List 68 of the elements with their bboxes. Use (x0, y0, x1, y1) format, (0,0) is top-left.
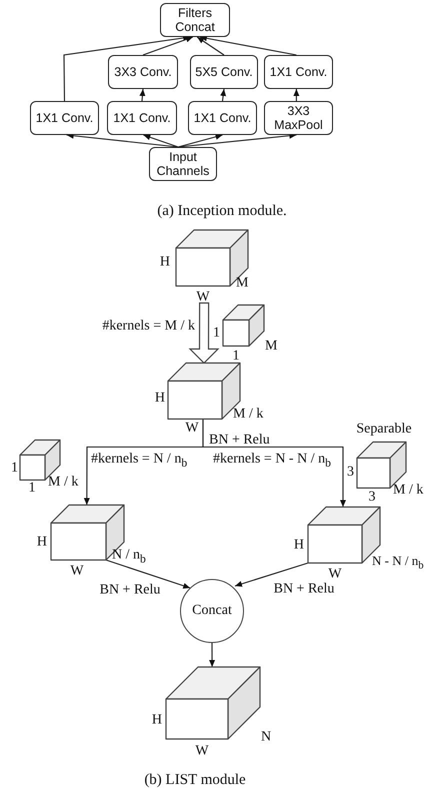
dimension-label: 1 (232, 348, 240, 364)
arrow (202, 419, 346, 507)
dimension-label: M (265, 338, 278, 354)
arrow (139, 88, 146, 102)
trunk-label: BN + Relu (209, 432, 270, 448)
node-label: Filters Concat (174, 6, 216, 34)
cube-drawing (308, 507, 380, 563)
dimension-label: 1 (213, 325, 220, 341)
layer-box (264, 101, 333, 135)
dimension-label: H (154, 390, 165, 406)
dimension-label: 3 (347, 464, 354, 480)
arrow (220, 88, 226, 102)
dimension-label: W (328, 566, 342, 582)
cube-drawing (176, 230, 248, 286)
arrow (142, 36, 194, 56)
dimension-label: H (152, 712, 162, 728)
layer-box (30, 101, 99, 135)
dimension-label: N (261, 729, 272, 745)
arrow (293, 89, 300, 101)
dimension-label: H (294, 537, 304, 553)
arrow (143, 134, 178, 148)
dimension-label: M (236, 275, 248, 291)
dimension-label: M / k (233, 406, 264, 422)
layer-box (264, 55, 333, 89)
node-label: 3X3 Conv. (114, 64, 172, 80)
layer-box (107, 101, 177, 135)
dimension-label: Separable (356, 421, 412, 437)
arrow (196, 36, 224, 56)
dimension-label: 3 (368, 489, 376, 505)
dimension-label: 1 (11, 460, 18, 476)
arrow (106, 559, 190, 589)
layer-box (190, 55, 258, 89)
dimension-label: N - N / n$_{b}$ (372, 554, 424, 572)
node-label: 3X3 MaxPool (273, 104, 324, 132)
arrow (200, 35, 296, 56)
dimension-label: H (36, 534, 47, 550)
dimension-label: W (196, 289, 210, 305)
dimension-label: N / n$_{b}$ (112, 548, 146, 566)
layer-box (149, 147, 217, 181)
arrow (178, 132, 296, 148)
layer-box (188, 101, 257, 135)
cube-drawing (51, 505, 124, 560)
layer-box (160, 3, 230, 37)
cube-drawing (223, 305, 264, 346)
arrow (178, 134, 223, 148)
hollow-arrow (188, 302, 220, 364)
dimension-label: M / k (393, 482, 424, 498)
cube-drawing (166, 667, 260, 739)
node-label: 1X1 Conv. (270, 64, 328, 80)
dimension-label: 1 (28, 480, 36, 496)
layer-box (108, 55, 178, 89)
arrow (209, 643, 216, 667)
dimension-label: W (195, 743, 209, 759)
dimension-label: W (185, 420, 199, 436)
dimension-label: H (160, 254, 170, 270)
node-label: Input Channels (156, 150, 210, 178)
node-label: 5X5 Conv. (195, 64, 253, 80)
arrow (234, 562, 308, 587)
concat-circle (180, 579, 244, 643)
arrow (66, 132, 178, 148)
caption: (b) LIST module (144, 772, 246, 788)
caption: (a) Inception module. (157, 202, 287, 220)
node-label: 1X1 Conv. (36, 110, 94, 126)
node-label: 1X1 Conv. (194, 110, 252, 126)
dimension-label: M / k (48, 474, 78, 490)
dimension-label: W (70, 563, 84, 579)
node-label: 1X1 Conv. (113, 110, 171, 126)
node-label: Concat (192, 603, 232, 619)
